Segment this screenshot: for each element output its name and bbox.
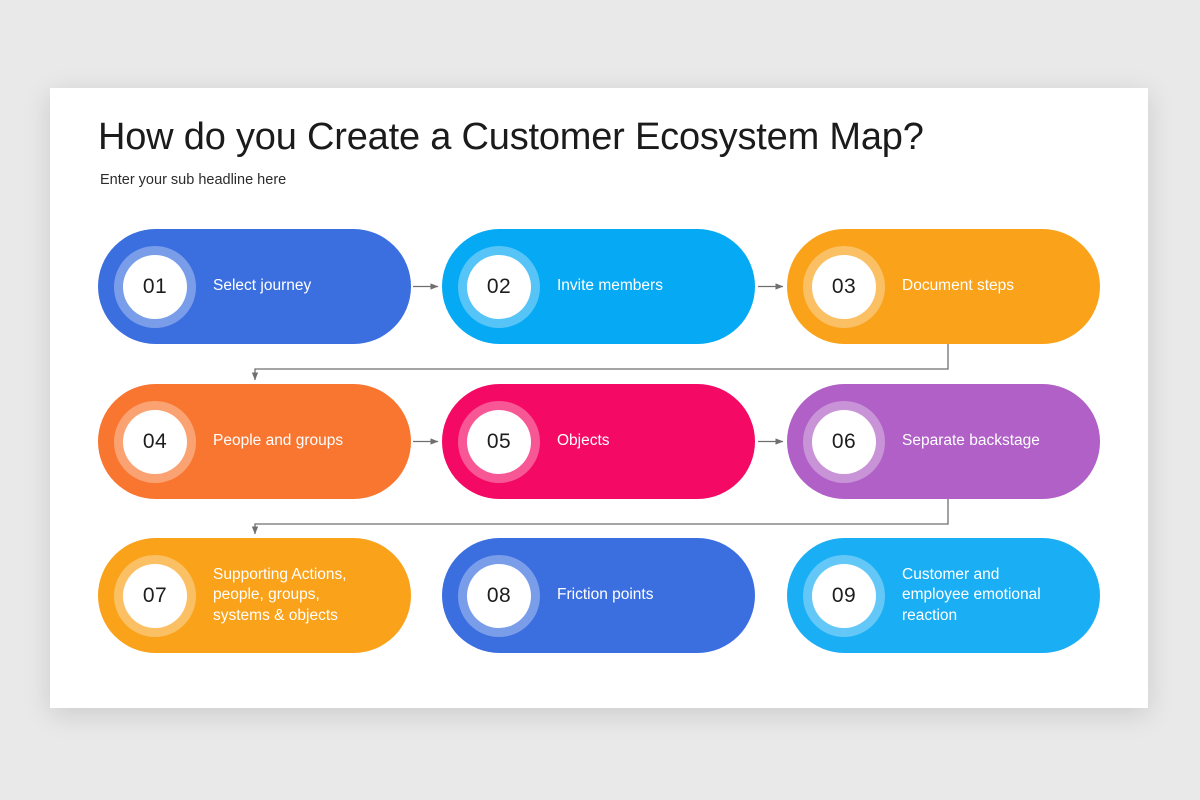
step-badge-05: 05 <box>458 400 540 483</box>
step-badge-07: 07 <box>114 554 196 637</box>
step-badge-09: 09 <box>803 554 885 637</box>
step-pill-03[interactable]: 03 Document steps <box>787 229 1100 344</box>
step-number-04: 04 <box>142 429 168 453</box>
process-diagram: 01 Select journey 02 Invite members 03 D… <box>50 88 1148 708</box>
step-badge-inner-04: 04 <box>123 409 187 474</box>
step-badge-inner-06: 06 <box>812 409 876 474</box>
page-subtitle: Enter your sub headline here <box>100 171 287 188</box>
connector-06-07 <box>251 499 949 535</box>
title-block: How do you Create a Customer Ecosystem M… <box>98 116 1098 188</box>
step-label-07: Supporting Actions, people, groups, syst… <box>213 565 347 624</box>
step-number-03: 03 <box>831 274 857 298</box>
step-badge-04: 04 <box>114 400 196 483</box>
step-label-04: People and groups <box>213 432 344 450</box>
connector-03-04 <box>251 344 949 381</box>
step-badge-inner-02: 02 <box>467 254 531 319</box>
page-title: How do you Create a Customer Ecosystem M… <box>98 116 924 158</box>
step-label-03: Document steps <box>902 277 1014 295</box>
step-number-09: 09 <box>831 583 857 607</box>
step-badge-08: 08 <box>458 554 540 637</box>
step-pill-09[interactable]: 09 Customer and employee emotional react… <box>787 538 1100 653</box>
step-badge-inner-03: 03 <box>812 254 876 319</box>
step-badge-02: 02 <box>458 245 540 328</box>
step-badge-01: 01 <box>114 245 196 328</box>
step-label-01: Select journey <box>213 277 312 295</box>
step-pill-05[interactable]: 05 Objects <box>442 384 755 499</box>
step-pill-04[interactable]: 04 People and groups <box>98 384 411 499</box>
step-pill-06[interactable]: 06 Separate backstage <box>787 384 1100 499</box>
step-number-06: 06 <box>831 429 857 453</box>
step-badge-inner-05: 05 <box>467 409 531 474</box>
step-badge-inner-09: 09 <box>812 563 876 628</box>
step-badge-inner-07: 07 <box>123 563 187 628</box>
step-label-09: Customer and employee emotional reaction <box>902 565 1041 624</box>
slide-card: How do you Create a Customer Ecosystem M… <box>50 88 1148 708</box>
step-number-08: 08 <box>486 583 512 607</box>
step-label-06: Separate backstage <box>902 432 1040 450</box>
step-pill-01[interactable]: 01 Select journey <box>98 229 411 344</box>
step-number-05: 05 <box>486 429 512 453</box>
step-pill-08[interactable]: 08 Friction points <box>442 538 755 653</box>
step-badge-inner-01: 01 <box>123 254 187 319</box>
step-number-07: 07 <box>142 583 168 607</box>
step-badge-03: 03 <box>803 245 885 328</box>
step-label-05: Objects <box>557 432 610 450</box>
step-badge-06: 06 <box>803 400 885 483</box>
step-number-01: 01 <box>142 274 168 298</box>
step-badge-inner-08: 08 <box>467 563 531 628</box>
step-number-02: 02 <box>486 274 512 298</box>
step-pill-02[interactable]: 02 Invite members <box>442 229 755 344</box>
step-pill-07[interactable]: 07 Supporting Actions, people, groups, s… <box>98 538 411 653</box>
step-label-08: Friction points <box>557 586 654 604</box>
step-label-02: Invite members <box>557 277 663 295</box>
